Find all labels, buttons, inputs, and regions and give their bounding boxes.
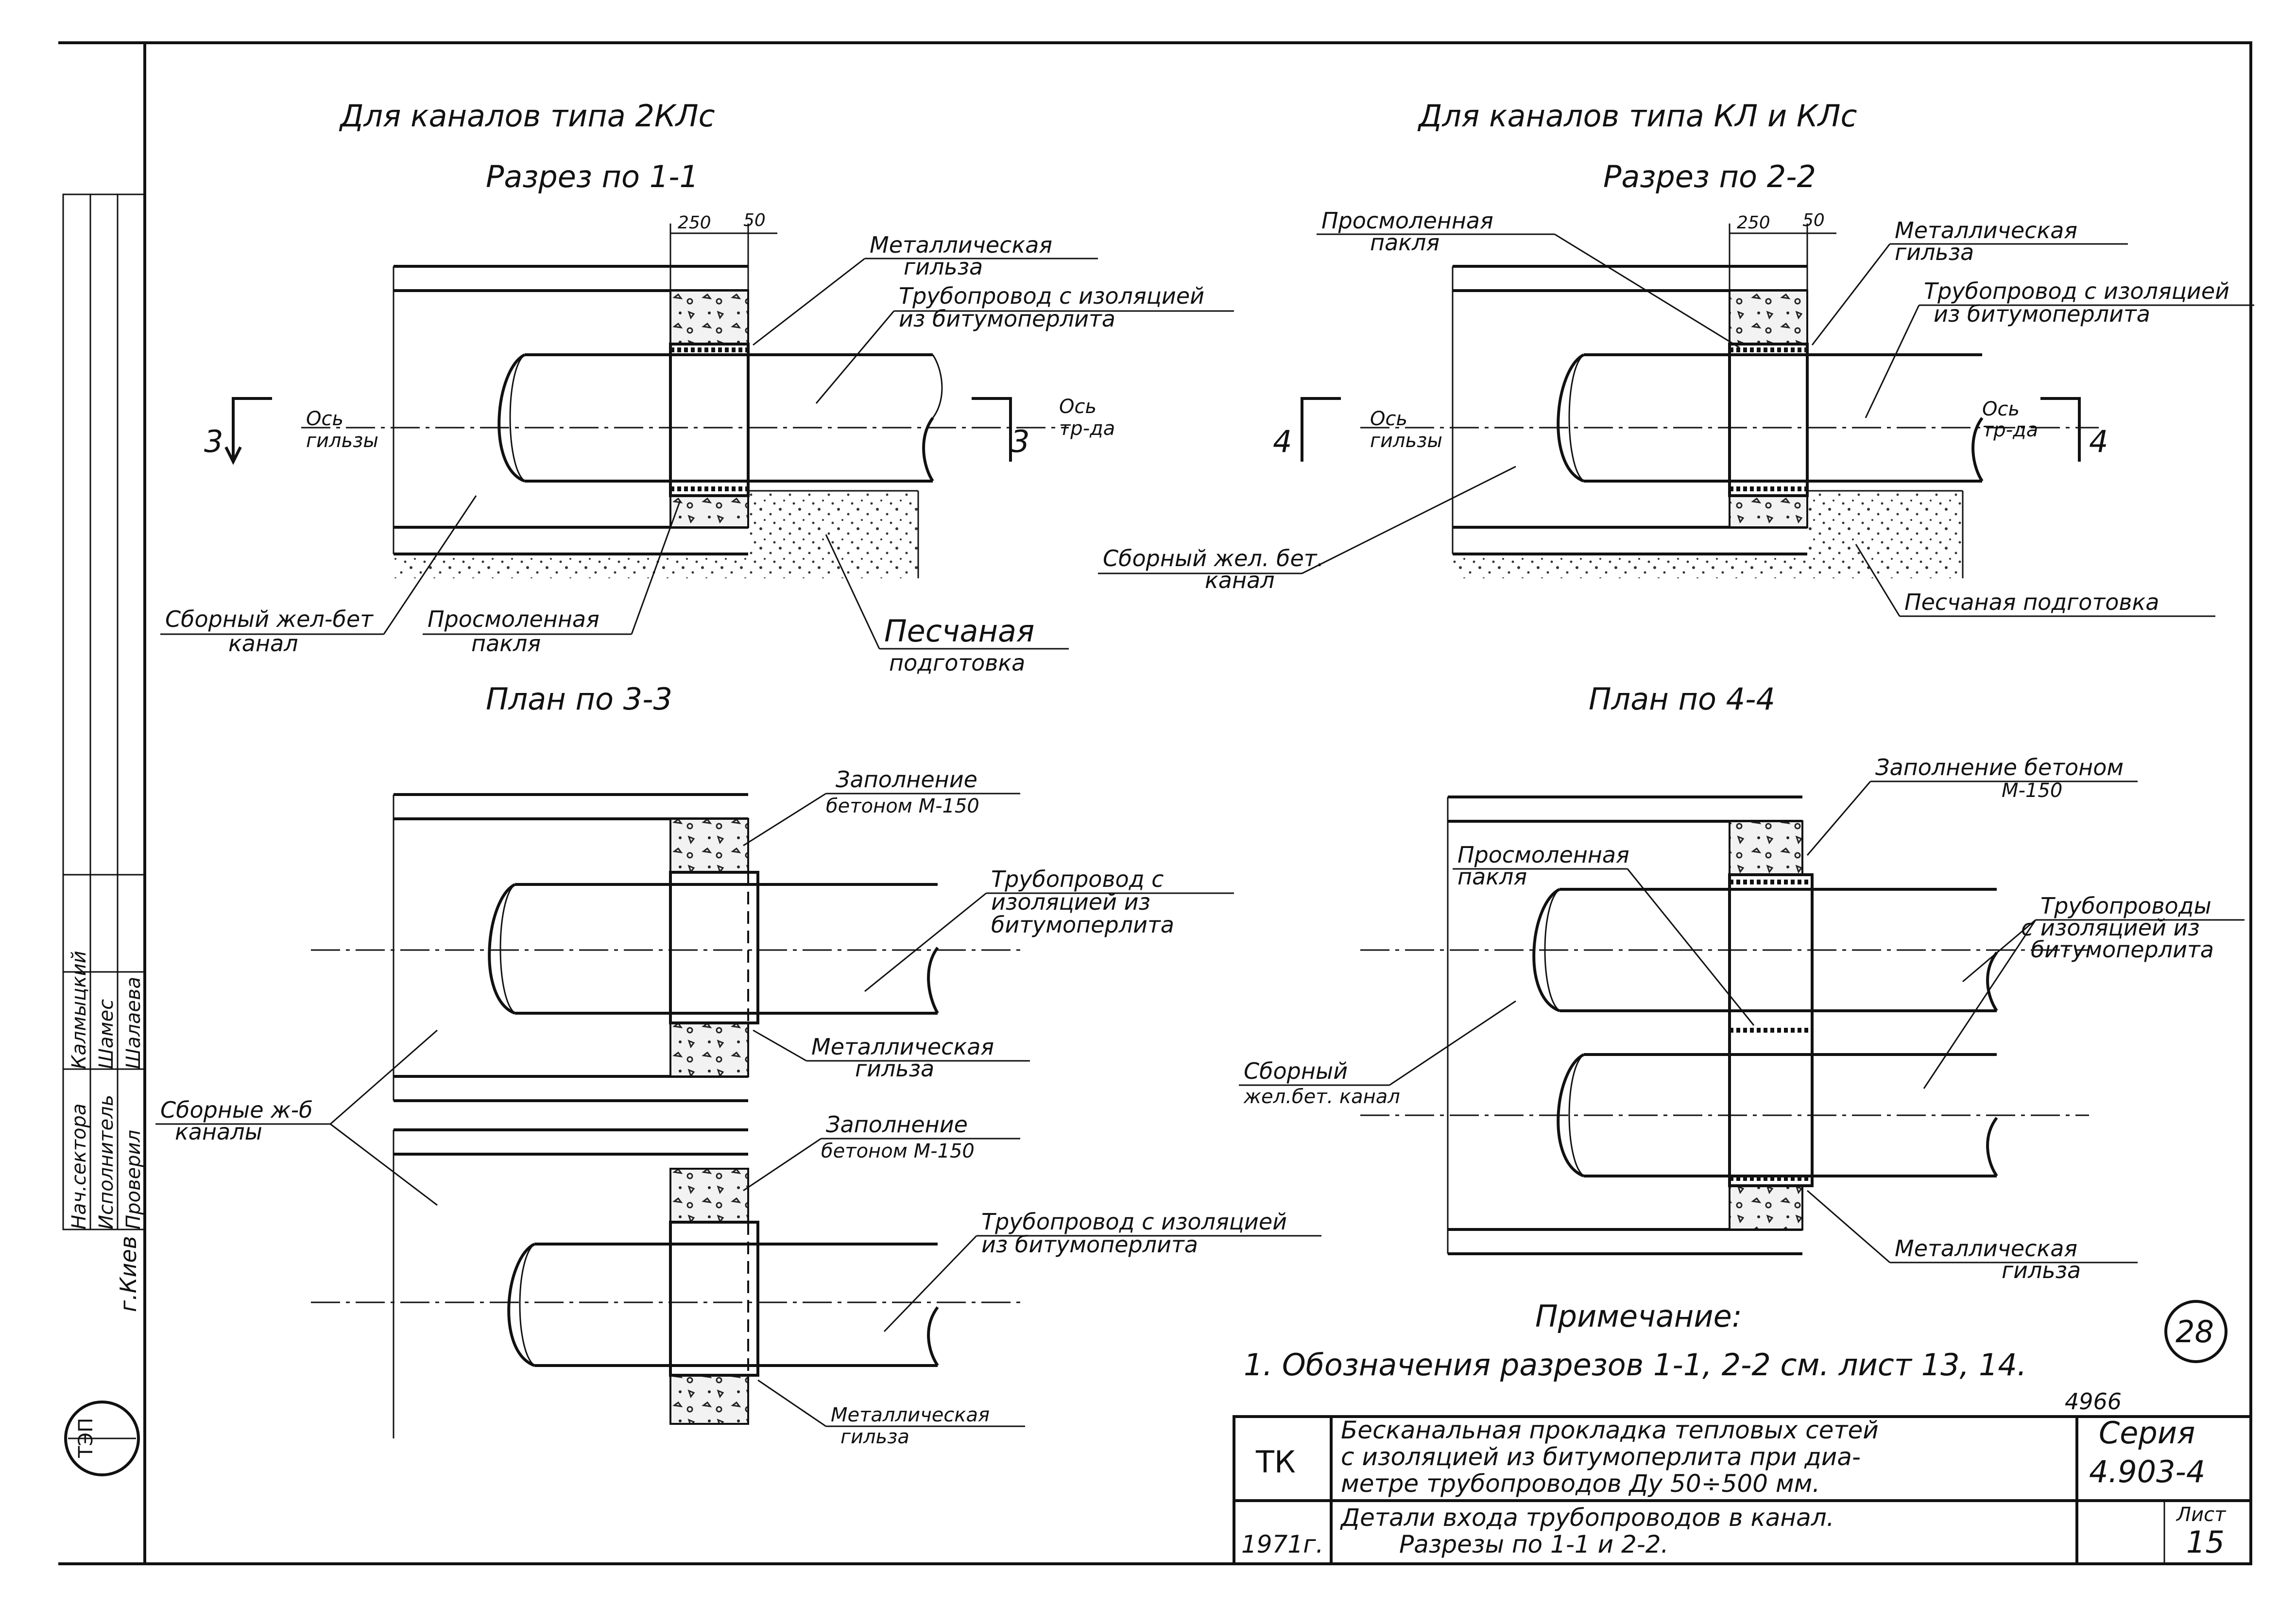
plan3-channels-label: Сборные ж-б xyxy=(160,1097,313,1123)
svg-text:каналы: каналы xyxy=(175,1119,262,1145)
plan-3-3: План по 3-3 Заполнение бетоном М-150 xyxy=(155,681,1321,1448)
section2-axis-pipe: Ось xyxy=(1982,398,2020,420)
section2-mark-left: 4 xyxy=(1273,424,1292,459)
stamp-role-1: Нач.сектора xyxy=(68,1104,90,1229)
plan4-fill-label: Заполнение бетоном xyxy=(1875,754,2124,780)
plan-4-4: План по 4-4 Заполнение бетоном М-150 Про… xyxy=(1239,681,2245,1283)
tb-series-label: Серия xyxy=(2099,1415,2195,1451)
title-block: ТК Бесканальная прокладка тепловых сетей… xyxy=(1233,1415,2252,1565)
section2-title: Для каналов типа КЛ и КЛс xyxy=(1417,98,1857,134)
svg-text:28: 28 xyxy=(2176,1314,2214,1349)
svg-text:с изоляцией из: с изоляцией из xyxy=(2021,915,2200,941)
section-1-1: Для каналов типа 2КЛс Разрез по 1-1 3 3 xyxy=(160,98,1234,676)
plan3-fill-label: Заполнение xyxy=(836,766,977,793)
section2-cut-title: Разрез по 2-2 xyxy=(1603,159,1816,194)
svg-text:подготовка: подготовка xyxy=(889,650,1025,676)
section1-mark-right: 3 xyxy=(1011,424,1029,459)
stamp-name-3: Шалаева xyxy=(122,977,145,1069)
sand-bed xyxy=(394,491,918,578)
note-text: 1. Обозначения разрезов 1-1, 2-2 см. лис… xyxy=(1244,1347,2027,1383)
tb-subtitle-1: Детали входа трубопроводов в канал. xyxy=(1340,1504,1834,1532)
section1-mark-left: 3 xyxy=(204,424,223,459)
svg-text:бетоном М-150: бетоном М-150 xyxy=(826,795,979,817)
plan3-title: План по 3-3 xyxy=(486,681,672,717)
section1-axis-sleeve: Ось xyxy=(306,408,343,430)
plan4-channel-label: Сборный xyxy=(1244,1058,1348,1084)
section1-channel-label: Сборный жел-бет xyxy=(165,606,374,632)
plan4-tow-label: Просмоленная xyxy=(1457,842,1629,868)
plan4-pipes-label: Трубопроводы xyxy=(2040,893,2211,919)
svg-text:гильзы: гильзы xyxy=(1370,430,1442,452)
plan3-sleeve-label: Металлическая xyxy=(811,1034,994,1060)
stamp-name-2: Шамес xyxy=(95,999,118,1069)
svg-text:гильза: гильза xyxy=(840,1426,909,1448)
side-stamp: Нач.сектора Калмыцкий Исполнитель Шамес … xyxy=(62,193,146,1476)
sheet-frame xyxy=(58,41,2252,1565)
stamp-name-1: Калмыцкий xyxy=(68,951,90,1069)
section2-mark-right: 4 xyxy=(2089,424,2108,459)
section2-channel-label: Сборный жел. бет. xyxy=(1103,545,1324,571)
sheet-number-badge: 28 xyxy=(2164,1300,2227,1363)
svg-text:ТЭП: ТЭП xyxy=(75,1418,97,1458)
plan3-pipe2-label: Трубопровод с изоляцией xyxy=(981,1209,1287,1235)
note-heading: Примечание: xyxy=(1535,1298,1742,1334)
section1-sleeve-label: Металлическая xyxy=(870,232,1052,258)
section1-tow-label: Просмоленная xyxy=(428,606,600,632)
plan4-sleeve-label: Металлическая xyxy=(1895,1235,2077,1262)
plan3-fill2-label: Заполнение xyxy=(826,1111,968,1138)
section1-axis-pipe: Ось xyxy=(1059,396,1097,418)
section-2-2: Для каналов типа КЛ и КЛс Разрез по 2-2 … xyxy=(1098,98,2254,617)
plan3-sleeve2-label: Металлическая xyxy=(831,1404,990,1426)
tb-year: 1971г. xyxy=(1241,1530,1323,1558)
sand-bed xyxy=(1453,491,1963,578)
stamp-role-2: Исполнитель xyxy=(95,1095,118,1229)
svg-text:канал: канал xyxy=(1205,567,1275,593)
tb-title-line-2: с изоляцией из битумоперлита при диа- xyxy=(1341,1443,1861,1471)
section2-tow-label: Просмоленная xyxy=(1321,208,1493,234)
section2-sand-label: Песчаная подготовка xyxy=(1904,589,2159,615)
svg-text:жел.бет. канал: жел.бет. канал xyxy=(1243,1086,1400,1108)
svg-text:гильза: гильза xyxy=(855,1055,934,1082)
section1-dim-50: 50 xyxy=(743,210,766,230)
svg-text:битумоперлита: битумоперлита xyxy=(991,912,1174,938)
tb-title-line-3: метре трубопроводов Ду 50÷500 мм. xyxy=(1341,1470,1820,1498)
svg-text:М-150: М-150 xyxy=(2002,779,2062,802)
svg-text:пакля: пакля xyxy=(1457,864,1527,890)
section1-pipe-label: Трубопровод с изоляцией xyxy=(899,283,1204,309)
section1-cut-title: Разрез по 1-1 xyxy=(486,159,699,194)
stamp-role-3: Проверил xyxy=(122,1130,145,1229)
section2-sleeve-label: Металлическая xyxy=(1895,217,2077,243)
plan3-pipe-label: Трубопровод с xyxy=(991,866,1164,892)
section1-title: Для каналов типа 2КЛс xyxy=(339,98,715,134)
tb-series-value: 4.903-4 xyxy=(2089,1454,2205,1489)
svg-text:гильза: гильза xyxy=(904,254,983,280)
tb-sheet-label: Лист xyxy=(2176,1504,2227,1526)
tb-sheet-value: 15 xyxy=(2186,1524,2225,1560)
section2-dim-50: 50 xyxy=(1802,210,1825,230)
svg-text:тр-да: тр-да xyxy=(1982,419,2038,441)
tb-subtitle-2: Разрезы по 1-1 и 2-2. xyxy=(1399,1530,1669,1558)
section1-dim-250: 250 xyxy=(678,213,711,233)
institute-logo: ТЭП xyxy=(64,1401,140,1476)
note: Примечание: 1. Обозначения разрезов 1-1,… xyxy=(1244,1298,2027,1383)
svg-text:гильза: гильза xyxy=(1895,239,1974,265)
archive-number: 4966 xyxy=(2065,1388,2122,1415)
section2-dim-250: 250 xyxy=(1737,213,1770,233)
svg-text:из битумоперлита: из битумоперлита xyxy=(899,306,1115,332)
section2-axis-sleeve: Ось xyxy=(1370,408,1407,430)
svg-text:бетоном М-150: бетоном М-150 xyxy=(821,1140,975,1162)
svg-text:гильзы: гильзы xyxy=(306,430,378,452)
section2-pipe-label: Трубопровод с изоляцией xyxy=(1924,278,2229,304)
tb-title-line-1: Бесканальная прокладка тепловых сетей xyxy=(1341,1416,1879,1444)
stamp-city: г.Киев xyxy=(115,1236,141,1312)
section1-sand-label: Песчаная xyxy=(884,613,1034,649)
svg-text:гильза: гильза xyxy=(2002,1257,2081,1283)
svg-text:тр-да: тр-да xyxy=(1059,417,1115,440)
svg-text:пакля: пакля xyxy=(1370,229,1439,256)
tb-code: ТК xyxy=(1255,1444,1296,1480)
svg-text:битумоперлита: битумоперлита xyxy=(2031,936,2214,963)
plan4-title: План по 4-4 xyxy=(1589,681,1775,717)
